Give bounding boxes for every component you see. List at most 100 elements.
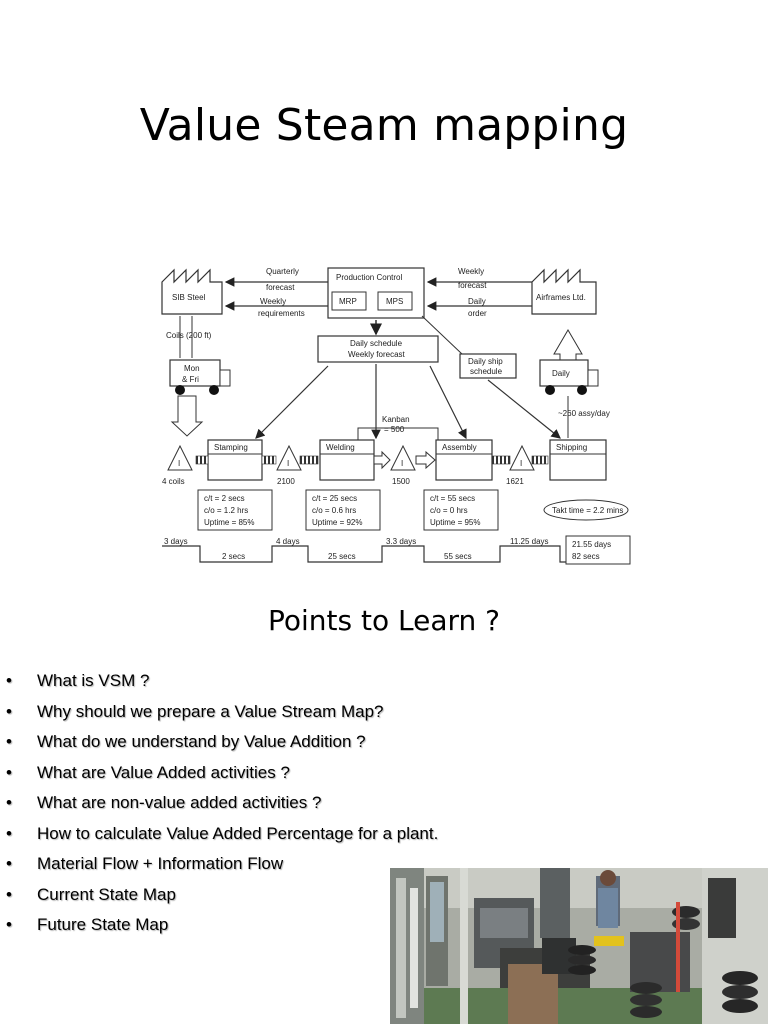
list-item-text: Why should we prepare a Value Stream Map… (37, 701, 384, 721)
process-stamping: Stamping (207, 439, 263, 481)
quarterly-forecast-line1: Quarterly (266, 267, 299, 276)
list-item: • How to calculate Value Added Percentage… (0, 819, 438, 850)
daily-ship-schedule-box: Daily ship schedule (459, 353, 517, 379)
timeline-days: 4 days (276, 537, 300, 546)
inventory-mark: I (401, 459, 403, 468)
inventory-triangle: I 2100 (276, 444, 302, 486)
data-line: c/t = 25 secs (312, 494, 357, 503)
inventory-mark: I (287, 459, 289, 468)
list-item: • What do we understand by Value Addition… (0, 727, 438, 758)
list-item-text: What are Value Added activities ? (37, 762, 290, 782)
takt-time-oval: Takt time = 2.2 mins (543, 499, 629, 521)
list-item: • Future State Map (0, 910, 438, 941)
weekly-forecast-line2: forecast (458, 281, 487, 290)
mrp-label: MRP (339, 297, 357, 306)
timeline-secs: 2 secs (222, 552, 245, 561)
kanban-line1: Kanban (382, 415, 410, 424)
welding-data-box: c/t = 25 secs c/o = 0.6 hrs Uptime = 92% (305, 489, 381, 531)
data-line: c/o = 1.2 hrs (204, 506, 248, 515)
bullet-glyph: • (6, 671, 12, 690)
customer-label: Airframes Ltd. (536, 293, 586, 302)
learning-points-list: • What is VSM ? • Why should we prepare a … (0, 666, 438, 941)
customer-factory: Airframes Ltd. (531, 268, 597, 315)
list-item-text: Material Flow + Information Flow (37, 854, 284, 873)
data-line: Uptime = 85% (204, 518, 254, 527)
inventory-mark: I (520, 459, 522, 468)
daily-order-line1: Daily (468, 297, 486, 306)
process-label: Assembly (442, 443, 477, 452)
process-shipping: Shipping (549, 439, 607, 481)
data-line: c/t = 55 secs (430, 494, 475, 503)
timeline-secs: 55 secs (444, 552, 472, 561)
value-stream-map-diagram: SIB Steel Airframes Ltd. Production Cont… (161, 267, 631, 565)
daily-schedule-line2: Weekly forecast (348, 350, 406, 359)
timeline-days: 3.3 days (386, 537, 416, 546)
list-item-text: What are non-value added activities ? (37, 793, 322, 812)
bullet-glyph: • (6, 732, 12, 751)
supplier-label: SIB Steel (172, 293, 206, 302)
timeline-days: 11.25 days (510, 537, 549, 546)
lead-time-days: 21.55 days (572, 540, 611, 549)
coils-label: Coils (200 ft) (166, 331, 212, 340)
daily-schedule-line1: Daily schedule (350, 339, 403, 348)
list-item-text: Future State Map (37, 915, 169, 934)
inventory-triangle: I 1621 (506, 444, 535, 486)
factory-floor-photo (390, 868, 768, 1024)
inventory-triangle: I 1500 (390, 444, 416, 486)
mps-label: MPS (386, 297, 403, 306)
production-control-label: Production Control (336, 273, 402, 282)
takt-time-label: Takt time = 2.2 mins (552, 506, 623, 515)
bullet-glyph: • (6, 823, 12, 843)
daily-truck-label: Daily (552, 369, 570, 378)
process-welding: Welding (319, 439, 375, 481)
weekly-forecast-line1: Weekly (458, 267, 484, 276)
production-control-box: Production Control MRP MPS (327, 267, 425, 319)
inventory-count: 1621 (506, 477, 524, 486)
customer-truck: Daily (539, 359, 599, 395)
quarterly-forecast-line2: forecast (266, 283, 295, 292)
stamping-data-box: c/t = 2 secs c/o = 1.2 hrs Uptime = 85% (197, 489, 273, 531)
kanban-line2: = 500 (384, 425, 405, 434)
data-line: c/o = 0 hrs (430, 506, 468, 515)
lead-time-ladder: 3 days 4 days 3.3 days 11.25 days 2 secs… (162, 535, 631, 565)
daily-schedule-box: Daily schedule Weekly forecast (317, 335, 439, 363)
data-line: Uptime = 95% (430, 518, 480, 527)
inventory-triangle: I 4 coils (162, 444, 193, 486)
weekly-requirements-line1: Weekly (260, 297, 286, 306)
list-item: • What is VSM ? (0, 666, 438, 697)
bullet-glyph: • (6, 762, 12, 782)
mon-fri-line2: & Fri (182, 375, 199, 384)
list-item: • What are Value Added activities ? (0, 758, 438, 789)
data-line: c/t = 2 secs (204, 494, 245, 503)
assembly-data-box: c/t = 55 secs c/o = 0 hrs Uptime = 95% (423, 489, 499, 531)
list-item: • Material Flow + Information Flow (0, 849, 438, 880)
process-label: Welding (326, 443, 355, 452)
points-to-learn-heading: Points to Learn ? (267, 604, 501, 637)
data-line: Uptime = 92% (312, 518, 362, 527)
process-label: Stamping (214, 443, 248, 452)
list-item: •What are non-value added activities ? (0, 788, 438, 819)
process-label: Shipping (556, 443, 587, 452)
timeline-days: 3 days (164, 537, 188, 546)
list-item-text: What do we understand by Value Addition … (37, 732, 366, 751)
bullet-glyph: • (6, 884, 12, 904)
weekly-requirements-line2: requirements (258, 309, 305, 318)
slide-title: Value Steam mapping (139, 100, 629, 151)
bullet-glyph: • (6, 915, 12, 934)
list-item-text: How to calculate Value Added Percentage … (37, 823, 439, 843)
inventory-count: 2100 (277, 477, 295, 486)
list-item-text: What is VSM ? (37, 671, 150, 690)
daily-ship-line2: schedule (470, 367, 503, 376)
data-line: c/o = 0.6 hrs (312, 506, 356, 515)
list-item: • Why should we prepare a Value Stream Ma… (0, 697, 438, 728)
per-day-label: ~260 assy/day (558, 409, 610, 418)
inventory-count: 4 coils (162, 477, 185, 486)
daily-order-line2: order (468, 309, 487, 318)
mon-fri-line1: Mon (184, 364, 200, 373)
daily-ship-line1: Daily ship (468, 357, 503, 366)
supplier-factory: SIB Steel (161, 268, 223, 315)
bullet-glyph: • (6, 854, 12, 873)
value-add-time: 82 secs (572, 552, 600, 561)
inventory-count: 1500 (392, 477, 410, 486)
bullet-glyph: • (6, 701, 12, 721)
